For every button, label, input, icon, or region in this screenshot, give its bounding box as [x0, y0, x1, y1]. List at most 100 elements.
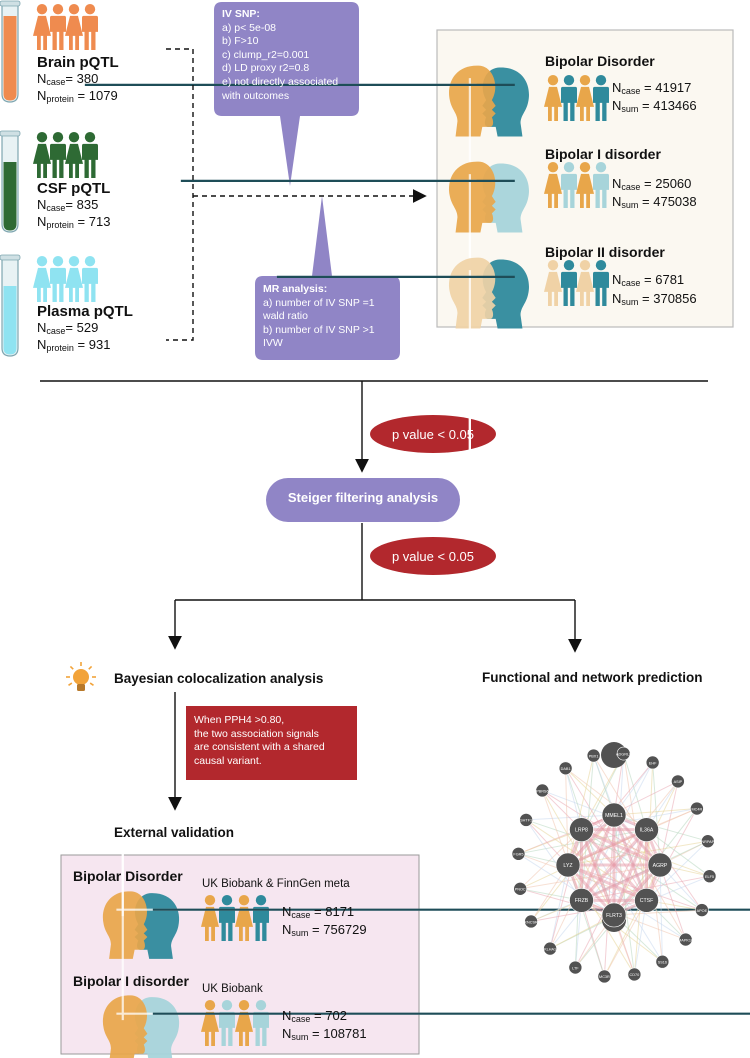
person-icon-body: [50, 267, 66, 302]
pph4-note-line: When PPH4 >0.80,: [194, 714, 285, 726]
head-pair-icon-left: [102, 995, 148, 1058]
network-edge: [565, 768, 569, 866]
network-node-label: SS16: [658, 961, 667, 965]
source-ncase-brain: Ncase= 380: [37, 71, 99, 87]
head-pair-icon-left: [449, 161, 496, 233]
network-edge: [580, 829, 616, 916]
network-node: [586, 748, 601, 763]
iv-snp-title: IV SNP:: [222, 8, 260, 20]
mr-analysis-rule: b) number of IV SNP >1: [263, 323, 375, 336]
person-icon-body: [544, 271, 562, 306]
network-edge: [526, 814, 615, 821]
source-nprotein-csf: Nprotein = 713: [37, 214, 111, 230]
person-icon-body: [65, 267, 83, 302]
network-edge: [593, 755, 661, 866]
person-icon-body: [235, 1011, 253, 1046]
outcome-nsum-bd1: Nsum = 475038: [612, 194, 697, 210]
person-icon: [579, 75, 591, 86]
mr-analysis-bubble: [255, 196, 400, 360]
person-icon-body: [544, 86, 562, 121]
network-node-label: AGRP: [653, 863, 668, 869]
person-icon-body: [576, 271, 594, 306]
network-node: [524, 914, 538, 929]
network-edge: [646, 808, 698, 901]
iv-snp-criterion: a) p< 5e-08: [222, 21, 276, 34]
person-icon-body: [593, 86, 609, 121]
network-edge: [646, 829, 703, 911]
network-edge: [580, 828, 648, 902]
pph4-note: When PPH4 >0.80, the two association sig…: [186, 706, 357, 780]
person-icon: [547, 75, 559, 86]
network-node-label: MAPK10: [678, 938, 693, 942]
person-icon: [563, 260, 575, 271]
network-edge: [525, 819, 582, 901]
csf-test-tube-rim: [0, 130, 21, 137]
iv-snp-criterion: c) clump_r2=0.001: [222, 48, 310, 61]
person-icon: [68, 132, 80, 143]
person-icon: [255, 895, 267, 906]
person-icon: [595, 162, 607, 173]
network-edge: [659, 864, 687, 940]
network-node: [519, 813, 533, 827]
network-edge: [659, 864, 663, 962]
network-node: [690, 801, 704, 816]
network-node-label: KLHA1: [544, 947, 556, 951]
network-edge: [659, 781, 679, 866]
person-icon: [579, 260, 591, 271]
person-icon: [204, 1000, 216, 1011]
network-node-label: PBX1: [589, 754, 599, 758]
person-icon: [84, 256, 96, 267]
network-node-label: PBRS6: [536, 789, 548, 793]
network-node-label: IL36A: [640, 827, 654, 833]
network-node: [634, 817, 659, 842]
network-edge: [567, 755, 595, 866]
validation-source-bd1: UK Biobank: [202, 983, 263, 995]
head-pair-icon-left: [449, 257, 496, 329]
network-node: [569, 817, 594, 842]
network-node-label: ELF5: [705, 875, 714, 879]
steiger-pill: [266, 478, 460, 522]
source-ncase-csf: Ncase= 835: [37, 197, 99, 213]
network-edge: [613, 753, 625, 916]
network-edge: [519, 829, 582, 890]
network-edge: [530, 899, 647, 922]
network-node: [568, 960, 583, 975]
validation-ncase-bd: Ncase = 8171: [282, 904, 355, 920]
brain-test-tube-rim: [0, 0, 21, 7]
source-nprotein-brain: Nprotein = 1079: [37, 88, 118, 104]
person-icon-body: [33, 143, 51, 178]
pvalue-label-2: p value < 0.05: [391, 549, 475, 564]
outcome-ncase-bd: Ncase = 41917: [612, 80, 692, 96]
network-edge: [613, 814, 708, 842]
head-pair-icon-left: [102, 891, 148, 959]
network-node-label: ADGRL3: [616, 752, 631, 756]
network-node-label: MC3R: [599, 975, 610, 979]
person-icon: [579, 162, 591, 173]
network-edge: [549, 829, 647, 949]
head-pair-icon-left: [449, 65, 496, 137]
network-edge: [633, 900, 648, 975]
mr-analysis-callout: MR analysis: a) number of IV SNP =1 wald…: [263, 283, 375, 351]
person-icon-body: [561, 271, 577, 306]
network-edge: [623, 753, 648, 830]
network-node: [569, 888, 594, 913]
network-node-label: PNOC: [515, 888, 526, 892]
network-node: [647, 852, 673, 878]
person-icon-body: [219, 906, 235, 941]
pvalue-pill-1: [370, 415, 496, 453]
plasma-test-tube-rim: [0, 254, 21, 261]
plasma-test-tube-liquid: [3, 286, 17, 355]
network-edge: [581, 899, 663, 963]
network-node-label: FLRT3: [606, 913, 622, 919]
network-node: [695, 903, 709, 917]
mr-analysis-title: MR analysis:: [263, 283, 328, 295]
iv-snp-criterion: e) not directly associated: [222, 75, 339, 88]
network-edge: [549, 864, 569, 949]
network-edge: [581, 829, 703, 911]
network-node-label: APOE: [697, 909, 708, 913]
network-edge: [525, 819, 647, 901]
person-icon-body: [544, 173, 562, 208]
network-edge: [646, 829, 710, 877]
network-node-label: LTF: [572, 966, 579, 970]
person-icon-body: [50, 15, 66, 50]
